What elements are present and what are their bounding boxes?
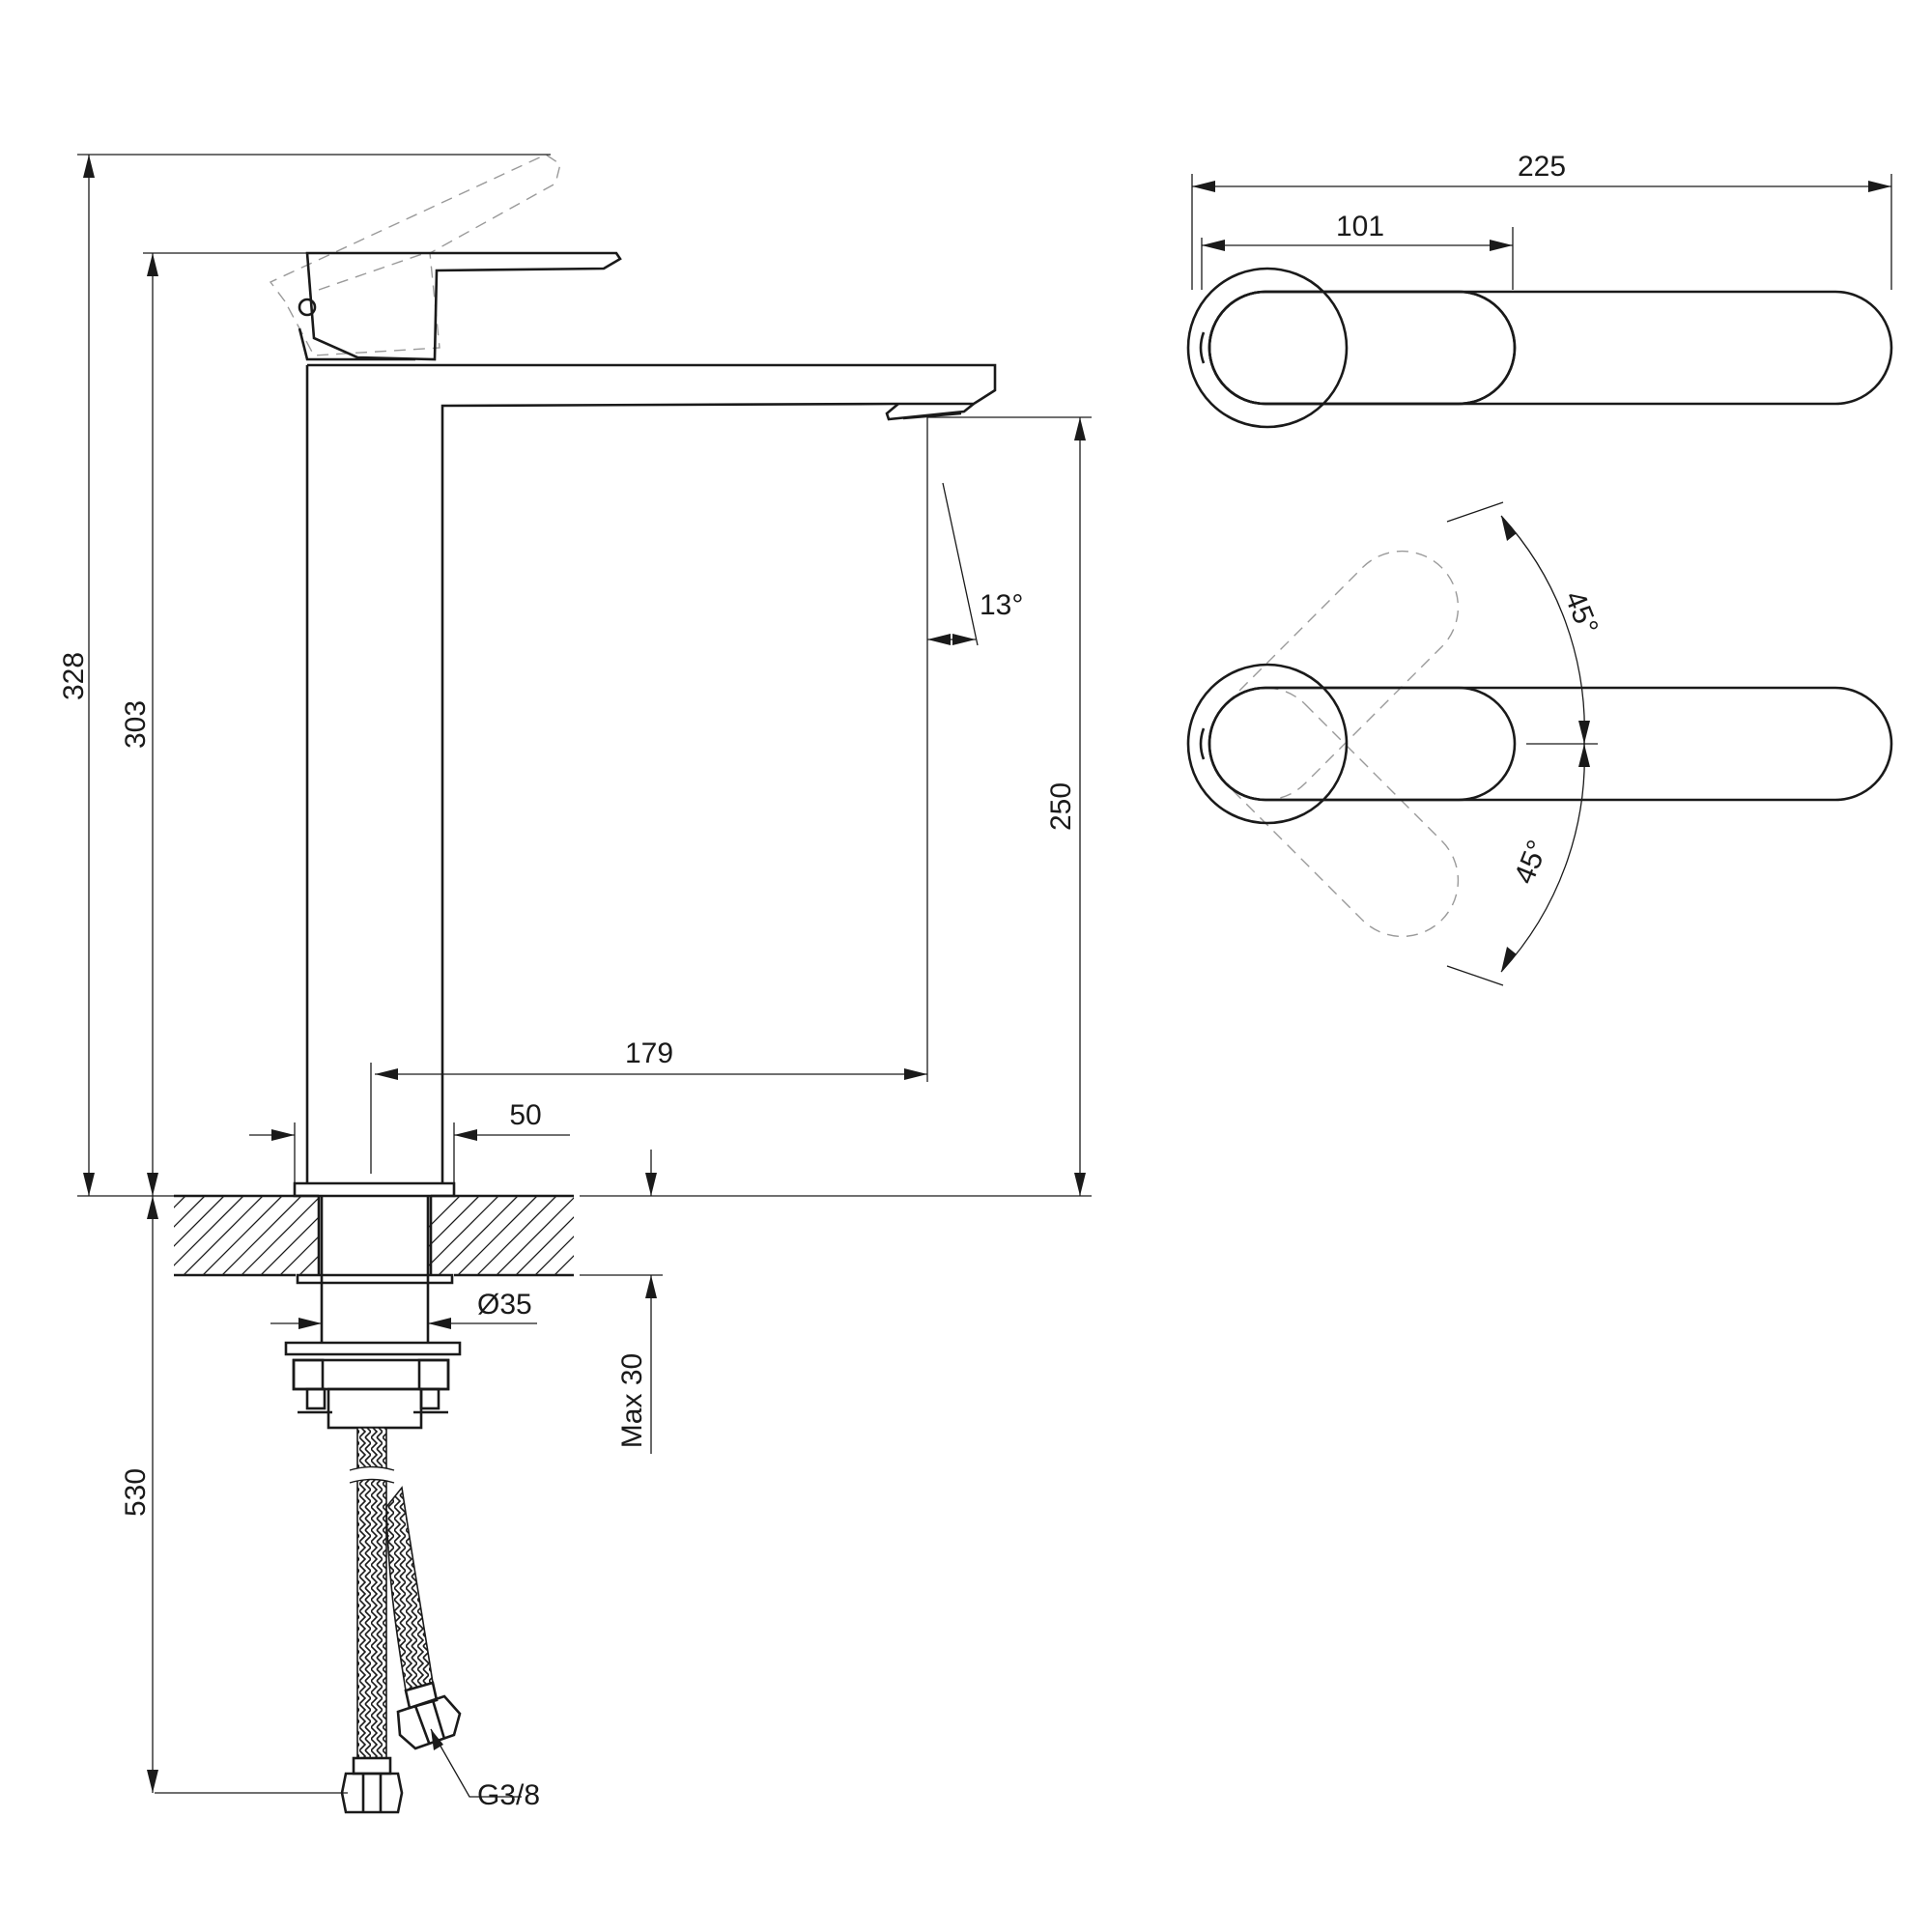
hose-fitting-straight [340, 1772, 404, 1814]
faucet-spout [307, 363, 997, 415]
label-hose-thread: G3/8 [477, 1779, 540, 1811]
faucet-side-view [269, 154, 997, 1430]
label-spray-angle: 13° [980, 589, 1023, 621]
mounting-plate [284, 1341, 462, 1356]
top-view [1186, 174, 1893, 429]
lever-top [1208, 290, 1517, 406]
label-base-width: 50 [509, 1099, 541, 1131]
lever-rotation-neutral [1208, 686, 1517, 802]
lever-ghost-outline [269, 154, 561, 356]
label-spout-reach: 179 [625, 1037, 673, 1069]
countertop-section [174, 1194, 574, 1277]
label-total-height: 328 [58, 652, 90, 700]
rotation-view [1186, 501, 1893, 986]
hose-fitting-bent [396, 1694, 462, 1750]
mounting-nut [327, 1387, 423, 1430]
base-circle [1186, 267, 1349, 429]
lever-handle [305, 251, 622, 361]
hose-bent [385, 1486, 434, 1692]
lever-rotated-up-ghost [1208, 550, 1460, 801]
label-top-lever-length: 101 [1336, 211, 1384, 242]
side-dimension-lines [77, 154, 1092, 1798]
label-hole-diameter: Ø35 [477, 1289, 532, 1321]
label-spout-height: 250 [1045, 782, 1077, 831]
label-hose-length: 530 [120, 1468, 152, 1517]
lever-rotated-down-ghost [1208, 687, 1460, 938]
label-max-thickness: Max 30 [616, 1353, 648, 1448]
spout-top [1208, 290, 1893, 406]
label-top-total-length: 225 [1518, 151, 1566, 183]
label-rotation-up: 45° [1558, 586, 1605, 639]
label-body-height: 303 [120, 700, 152, 749]
supply-hoses [340, 1427, 462, 1814]
label-rotation-down: 45° [1508, 836, 1554, 888]
dimension-labels: 328 303 250 13° 179 50 Ø35 Max 30 530 G3… [58, 151, 1605, 1811]
faucet-column [305, 365, 444, 1183]
mounting-shank [320, 1196, 430, 1343]
